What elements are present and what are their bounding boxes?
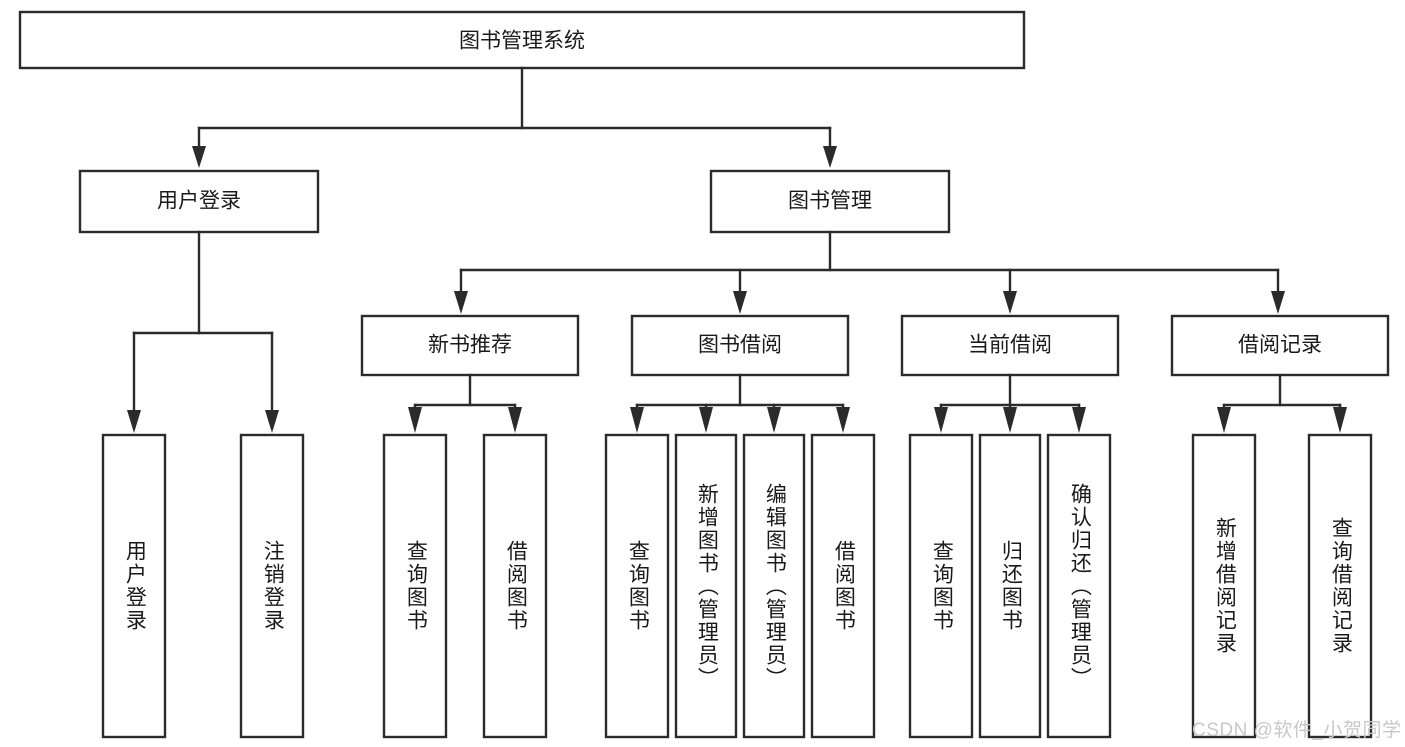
leaf-box-current-borrow-1[interactable] bbox=[908, 433, 974, 739]
leaf-user-login-2[interactable]: 注销登录 bbox=[241, 435, 303, 737]
node-user-login-box[interactable] bbox=[78, 169, 320, 234]
leaf-box-new-book-2[interactable] bbox=[482, 433, 548, 739]
leaf-borrow-record-2[interactable]: 查询借阅记录 bbox=[1309, 435, 1371, 737]
leaf-book-borrow-3[interactable]: 编辑图书（管理员） bbox=[744, 435, 804, 737]
leaf-box-book-borrow-3[interactable] bbox=[742, 433, 806, 739]
node-book-borrow-label: 图书借阅 bbox=[698, 334, 782, 357]
leaf-label-borrow-record-2: 查询借阅记录 bbox=[1329, 517, 1353, 655]
leaf-label-book-borrow-3: 编辑图书（管理员） bbox=[763, 482, 787, 690]
leaf-new-book-1[interactable]: 查询图书 bbox=[384, 435, 446, 737]
leaf-user-login-1[interactable]: 用户登录 bbox=[103, 435, 165, 737]
leaf-label-current-borrow-1: 查询图书 bbox=[930, 540, 954, 632]
arrow-to-book-borrow bbox=[733, 291, 747, 314]
arrow-to-new-book bbox=[454, 291, 468, 314]
leaf-box-current-borrow-3[interactable] bbox=[1046, 433, 1112, 739]
csdn-watermark: CSDN @软件_小贺同学 bbox=[1192, 720, 1402, 741]
leaf-box-book-borrow-4[interactable] bbox=[810, 433, 876, 739]
arrow-user-login-leaf-1 bbox=[127, 410, 141, 433]
arrow-current-borrow-leaf-3 bbox=[1072, 407, 1086, 433]
arrow-new-book-leaf-1 bbox=[408, 407, 422, 433]
leaf-label-user-login-2: 注销登录 bbox=[261, 540, 285, 632]
arrow-book-borrow-leaf-2 bbox=[699, 407, 713, 433]
arrow-root-to-book-mgmt bbox=[823, 146, 837, 168]
node-root-label: 图书管理系统 bbox=[459, 30, 585, 53]
arrow-current-borrow-leaf-1 bbox=[934, 407, 948, 433]
leaf-box-book-borrow-2[interactable] bbox=[674, 433, 738, 739]
leaf-current-borrow-2[interactable]: 归还图书 bbox=[980, 435, 1040, 737]
leaf-label-new-book-2: 借阅图书 bbox=[504, 540, 528, 632]
leaf-book-borrow-2[interactable]: 新增图书（管理员） bbox=[676, 435, 736, 737]
leaf-box-book-borrow-1[interactable] bbox=[604, 433, 670, 739]
leaf-new-book-2[interactable]: 借阅图书 bbox=[484, 435, 546, 737]
leaf-borrow-record-1[interactable]: 新增借阅记录 bbox=[1193, 435, 1255, 737]
node-user-login-label: 用户登录 bbox=[157, 190, 241, 213]
arrow-book-borrow-leaf-4 bbox=[836, 407, 850, 433]
arrow-to-current-borrow bbox=[1003, 291, 1017, 314]
arrow-current-borrow-leaf-2 bbox=[1003, 407, 1017, 433]
leaf-current-borrow-1[interactable]: 查询图书 bbox=[910, 435, 972, 737]
leaf-box-current-borrow-2[interactable] bbox=[978, 433, 1042, 739]
node-new-book-label: 新书推荐 bbox=[428, 334, 512, 357]
leaf-label-book-borrow-4: 借阅图书 bbox=[832, 540, 856, 632]
leaf-book-borrow-4[interactable]: 借阅图书 bbox=[812, 435, 874, 737]
node-new-book-box[interactable] bbox=[360, 314, 580, 377]
arrow-to-borrow-record bbox=[1271, 291, 1285, 314]
leaf-box-user-login-2[interactable] bbox=[239, 433, 305, 739]
leaf-current-borrow-3[interactable]: 确认归还（管理员） bbox=[1048, 435, 1110, 737]
arrow-borrow-record-leaf-2 bbox=[1333, 407, 1347, 433]
leaf-box-borrow-record-2[interactable] bbox=[1307, 433, 1373, 739]
leaf-label-book-borrow-2: 新增图书（管理员） bbox=[695, 482, 719, 690]
node-root-box[interactable] bbox=[18, 10, 1026, 70]
node-borrow-record-label: 借阅记录 bbox=[1238, 334, 1322, 357]
leaf-label-user-login-1: 用户登录 bbox=[123, 540, 147, 632]
leaf-label-book-borrow-1: 查询图书 bbox=[626, 540, 650, 632]
leaf-box-new-book-1[interactable] bbox=[382, 433, 448, 739]
arrow-borrow-record-leaf-1 bbox=[1217, 407, 1231, 433]
node-book-borrow-box[interactable] bbox=[630, 314, 850, 377]
leaf-box-user-login-1[interactable] bbox=[101, 433, 167, 739]
leaf-label-borrow-record-1: 新增借阅记录 bbox=[1213, 517, 1237, 655]
arrow-root-to-user-login bbox=[192, 146, 206, 168]
node-book-mgmt-label: 图书管理 bbox=[788, 190, 872, 213]
leaf-box-borrow-record-1[interactable] bbox=[1191, 433, 1257, 739]
leaf-label-new-book-1: 查询图书 bbox=[404, 540, 428, 632]
leaf-label-current-borrow-2: 归还图书 bbox=[999, 540, 1023, 632]
arrow-user-login-leaf-2 bbox=[265, 410, 279, 433]
arrow-book-borrow-leaf-1 bbox=[630, 407, 644, 433]
leaf-label-current-borrow-3: 确认归还（管理员） bbox=[1068, 482, 1092, 690]
node-borrow-record-box[interactable] bbox=[1170, 314, 1390, 377]
arrow-new-book-leaf-2 bbox=[508, 407, 522, 433]
node-current-borrow-label: 当前借阅 bbox=[968, 334, 1052, 357]
node-book-mgmt-box[interactable] bbox=[709, 169, 951, 234]
arrow-book-borrow-leaf-3 bbox=[767, 407, 781, 433]
leaf-book-borrow-1[interactable]: 查询图书 bbox=[606, 435, 668, 737]
